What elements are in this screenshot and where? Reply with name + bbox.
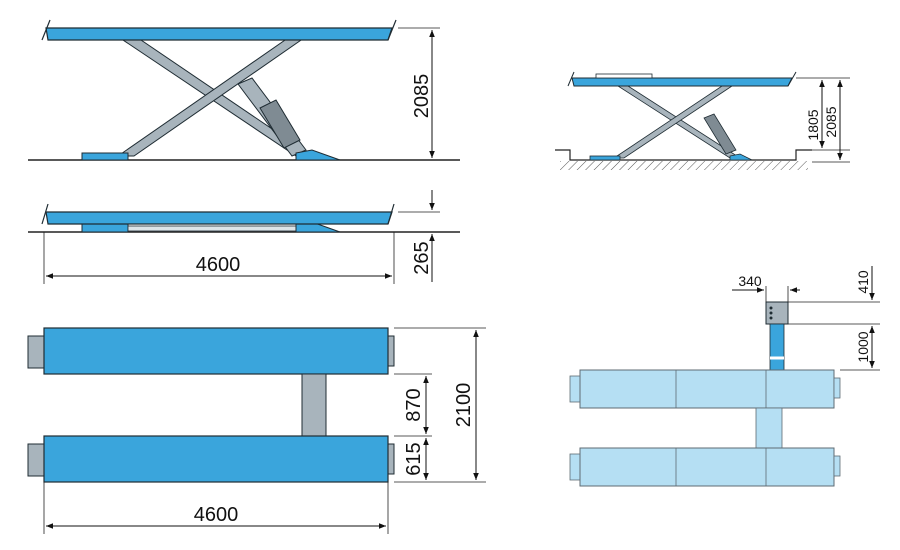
runway-1 [43, 327, 389, 375]
platform [45, 27, 393, 41]
hose-conduit [769, 323, 785, 371]
dim-total-width: 2100 [453, 383, 475, 428]
cylinder-body [703, 113, 737, 155]
side-view-raised: 2085 [28, 19, 460, 161]
runway-2 [579, 447, 835, 487]
pit-installation-view: 1805 2085 [555, 71, 850, 170]
base-plate-left [81, 223, 129, 233]
crossbeam [755, 407, 783, 449]
dim-top-length: 4600 [194, 504, 239, 526]
dim-side-height: 2085 [411, 74, 433, 119]
platform-turnplate [595, 73, 653, 79]
dim-pit-height-inner: 1805 [805, 109, 821, 140]
base-plate-left [81, 152, 129, 161]
dim-runway-gap: 870 [403, 388, 425, 421]
platform-ramp-left [41, 19, 51, 41]
base-frame [127, 225, 299, 232]
console-layout-view: 340 410 1000 [569, 266, 880, 487]
crossbeam [301, 373, 327, 437]
platform-ramp-right [387, 19, 397, 41]
cylinder-body [259, 99, 301, 149]
pit-floor [555, 149, 812, 161]
dim-pit-height-outer: 2085 [823, 106, 839, 137]
platform [571, 77, 793, 87]
runway-1 [579, 369, 835, 409]
dim-runway-width: 615 [403, 442, 425, 475]
platform [45, 211, 393, 225]
runway-2 [43, 435, 389, 483]
dim-lowered-height: 265 [411, 241, 433, 274]
top-view: 870 615 2100 4600 [27, 327, 486, 534]
dim-console-width: 340 [738, 273, 762, 289]
base-plate-left [589, 155, 621, 161]
dim-console-height: 410 [855, 270, 871, 294]
dim-side-length: 4600 [196, 254, 241, 276]
side-view-lowered: 265 4600 [28, 190, 460, 284]
control-console [765, 301, 789, 325]
ground-hatch [560, 161, 808, 170]
base-ramp-right [295, 149, 341, 161]
base-ramp-right [729, 153, 753, 161]
dim-console-distance: 1000 [855, 331, 871, 362]
